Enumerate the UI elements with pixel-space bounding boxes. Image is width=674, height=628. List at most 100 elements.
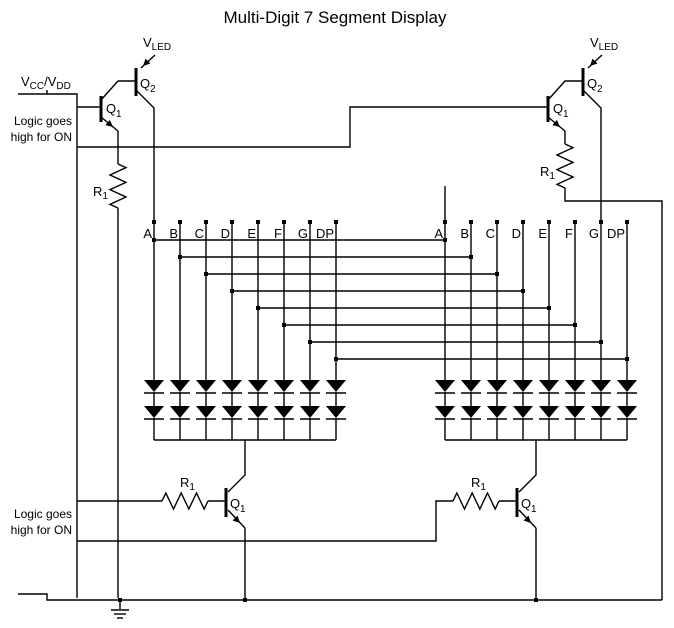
led-diode-icon bbox=[591, 380, 611, 392]
led-diode-icon bbox=[617, 380, 637, 392]
resistor-r1-top-left bbox=[108, 163, 128, 209]
transistor-q1-top-right: Q 1 bbox=[546, 96, 569, 122]
led-diode-icon bbox=[487, 380, 507, 392]
q2-collector-left bbox=[135, 89, 155, 186]
ground-rail bbox=[18, 593, 662, 601]
junction-dot bbox=[230, 220, 234, 224]
q1-q2-link-left bbox=[100, 80, 136, 101]
led-diode-icon bbox=[617, 406, 637, 418]
led-diode-icon bbox=[461, 406, 481, 418]
led-diode-icon bbox=[196, 380, 216, 392]
junction-dot bbox=[282, 220, 286, 224]
segment-label-d: D bbox=[512, 226, 521, 241]
led-diode-icon bbox=[326, 380, 346, 392]
svg-text:Q: Q bbox=[521, 496, 531, 511]
emitter-arrow bbox=[552, 119, 560, 127]
junction-dot bbox=[204, 272, 208, 276]
junction-dot bbox=[118, 598, 122, 602]
resistor-r1-bottom-left bbox=[161, 491, 209, 511]
high-side-driver-digit-1: Q 1 Q 2 VLED R1 bbox=[93, 35, 171, 202]
r1-label-top-left: R1 bbox=[93, 184, 108, 202]
svg-text:1: 1 bbox=[531, 504, 537, 515]
junction-dot bbox=[469, 220, 473, 224]
low-side-driver-digit-2: Q 1 R1 bbox=[471, 475, 537, 517]
logic-bottom-line bbox=[77, 500, 453, 542]
vled-label-left: VLED bbox=[143, 35, 171, 53]
svg-text:1: 1 bbox=[240, 504, 246, 515]
led-diode-icon bbox=[274, 406, 294, 418]
segment-label-dp: DP bbox=[607, 226, 625, 241]
logic-top-line bbox=[77, 106, 548, 148]
led-diode-icon bbox=[144, 380, 164, 392]
svg-text:Q: Q bbox=[553, 101, 563, 116]
q1-collector-bottom-left bbox=[227, 440, 246, 493]
diagram-title: Multi-Digit 7 Segment Display bbox=[224, 8, 447, 27]
led-diode-icon bbox=[196, 406, 216, 418]
segment-label-g: G bbox=[589, 226, 599, 241]
q1-collector-bottom-right bbox=[518, 440, 537, 493]
led-diode-icon bbox=[170, 380, 190, 392]
transistor-q2-top-right: Q 2 bbox=[581, 68, 603, 96]
svg-text:Q: Q bbox=[140, 76, 150, 91]
junction-dot bbox=[521, 289, 525, 293]
led-diode-icon bbox=[513, 406, 533, 418]
led-diode-icon bbox=[300, 380, 320, 392]
led-diode-icon bbox=[326, 406, 346, 418]
junction-dot bbox=[547, 220, 551, 224]
resistor-r1-bottom-right bbox=[452, 491, 500, 511]
svg-text:high for ON: high for ON bbox=[11, 523, 72, 537]
junction-dot bbox=[625, 357, 629, 361]
transistor-q1-top-left: Q 1 bbox=[99, 96, 122, 122]
vled-arrow-right bbox=[590, 58, 598, 66]
led-diode-icon bbox=[435, 406, 455, 418]
junction-dot bbox=[178, 255, 182, 259]
q2-collector-right bbox=[582, 89, 602, 222]
led-diode-icon bbox=[144, 406, 164, 418]
junction-dot bbox=[547, 306, 551, 310]
resistor-r1-top-right bbox=[555, 143, 575, 189]
led-diode-icon bbox=[248, 406, 268, 418]
junction-dot bbox=[178, 220, 182, 224]
vled-arrow-left bbox=[143, 58, 151, 66]
segment-label-e: E bbox=[538, 226, 547, 241]
q1-q2-link-right bbox=[547, 80, 583, 101]
svg-text:high for ON: high for ON bbox=[11, 130, 72, 144]
high-side-driver-digit-2: Q 1 Q 2 VLED R1 bbox=[540, 35, 618, 182]
led-diode-icon bbox=[300, 406, 320, 418]
junction-dot bbox=[204, 220, 208, 224]
svg-text:Q: Q bbox=[106, 101, 116, 116]
led-diode-icon bbox=[513, 380, 533, 392]
svg-text:1: 1 bbox=[563, 109, 569, 120]
vcc-rail-left bbox=[18, 93, 78, 598]
junction-dot bbox=[573, 220, 577, 224]
led-diode-icon bbox=[539, 406, 559, 418]
led-diode-icon bbox=[565, 380, 585, 392]
segment-label-d: D bbox=[221, 226, 230, 241]
segment-label-b: B bbox=[169, 226, 178, 241]
junction-dot bbox=[256, 306, 260, 310]
led-diode-icon bbox=[591, 406, 611, 418]
junction-dot bbox=[573, 323, 577, 327]
svg-text:Logic goes: Logic goes bbox=[14, 114, 72, 128]
led-diode-icon bbox=[274, 380, 294, 392]
led-diode-icon bbox=[170, 406, 190, 418]
svg-text:Q: Q bbox=[587, 76, 597, 91]
emitter-arrow bbox=[232, 515, 240, 523]
segment-label-c: C bbox=[195, 226, 204, 241]
segment-label-e: E bbox=[247, 226, 256, 241]
led-diode-icon bbox=[435, 380, 455, 392]
junction-dot bbox=[334, 357, 338, 361]
junction-dot bbox=[495, 220, 499, 224]
segment-label-g: G bbox=[298, 226, 308, 241]
logic-label-bottom: Logic goes high for ON bbox=[11, 507, 72, 537]
logic-label-top: Logic goes high for ON bbox=[11, 114, 72, 144]
r1-label-bottom-left: R1 bbox=[180, 475, 195, 493]
junction-dots bbox=[118, 220, 629, 602]
low-side-driver-digit-1: Q 1 R1 bbox=[180, 475, 246, 517]
led-diode-icon bbox=[461, 380, 481, 392]
junction-dot bbox=[469, 255, 473, 259]
svg-text:Q: Q bbox=[230, 496, 240, 511]
segment-label-f: F bbox=[565, 226, 573, 241]
segment-label-c: C bbox=[486, 226, 495, 241]
